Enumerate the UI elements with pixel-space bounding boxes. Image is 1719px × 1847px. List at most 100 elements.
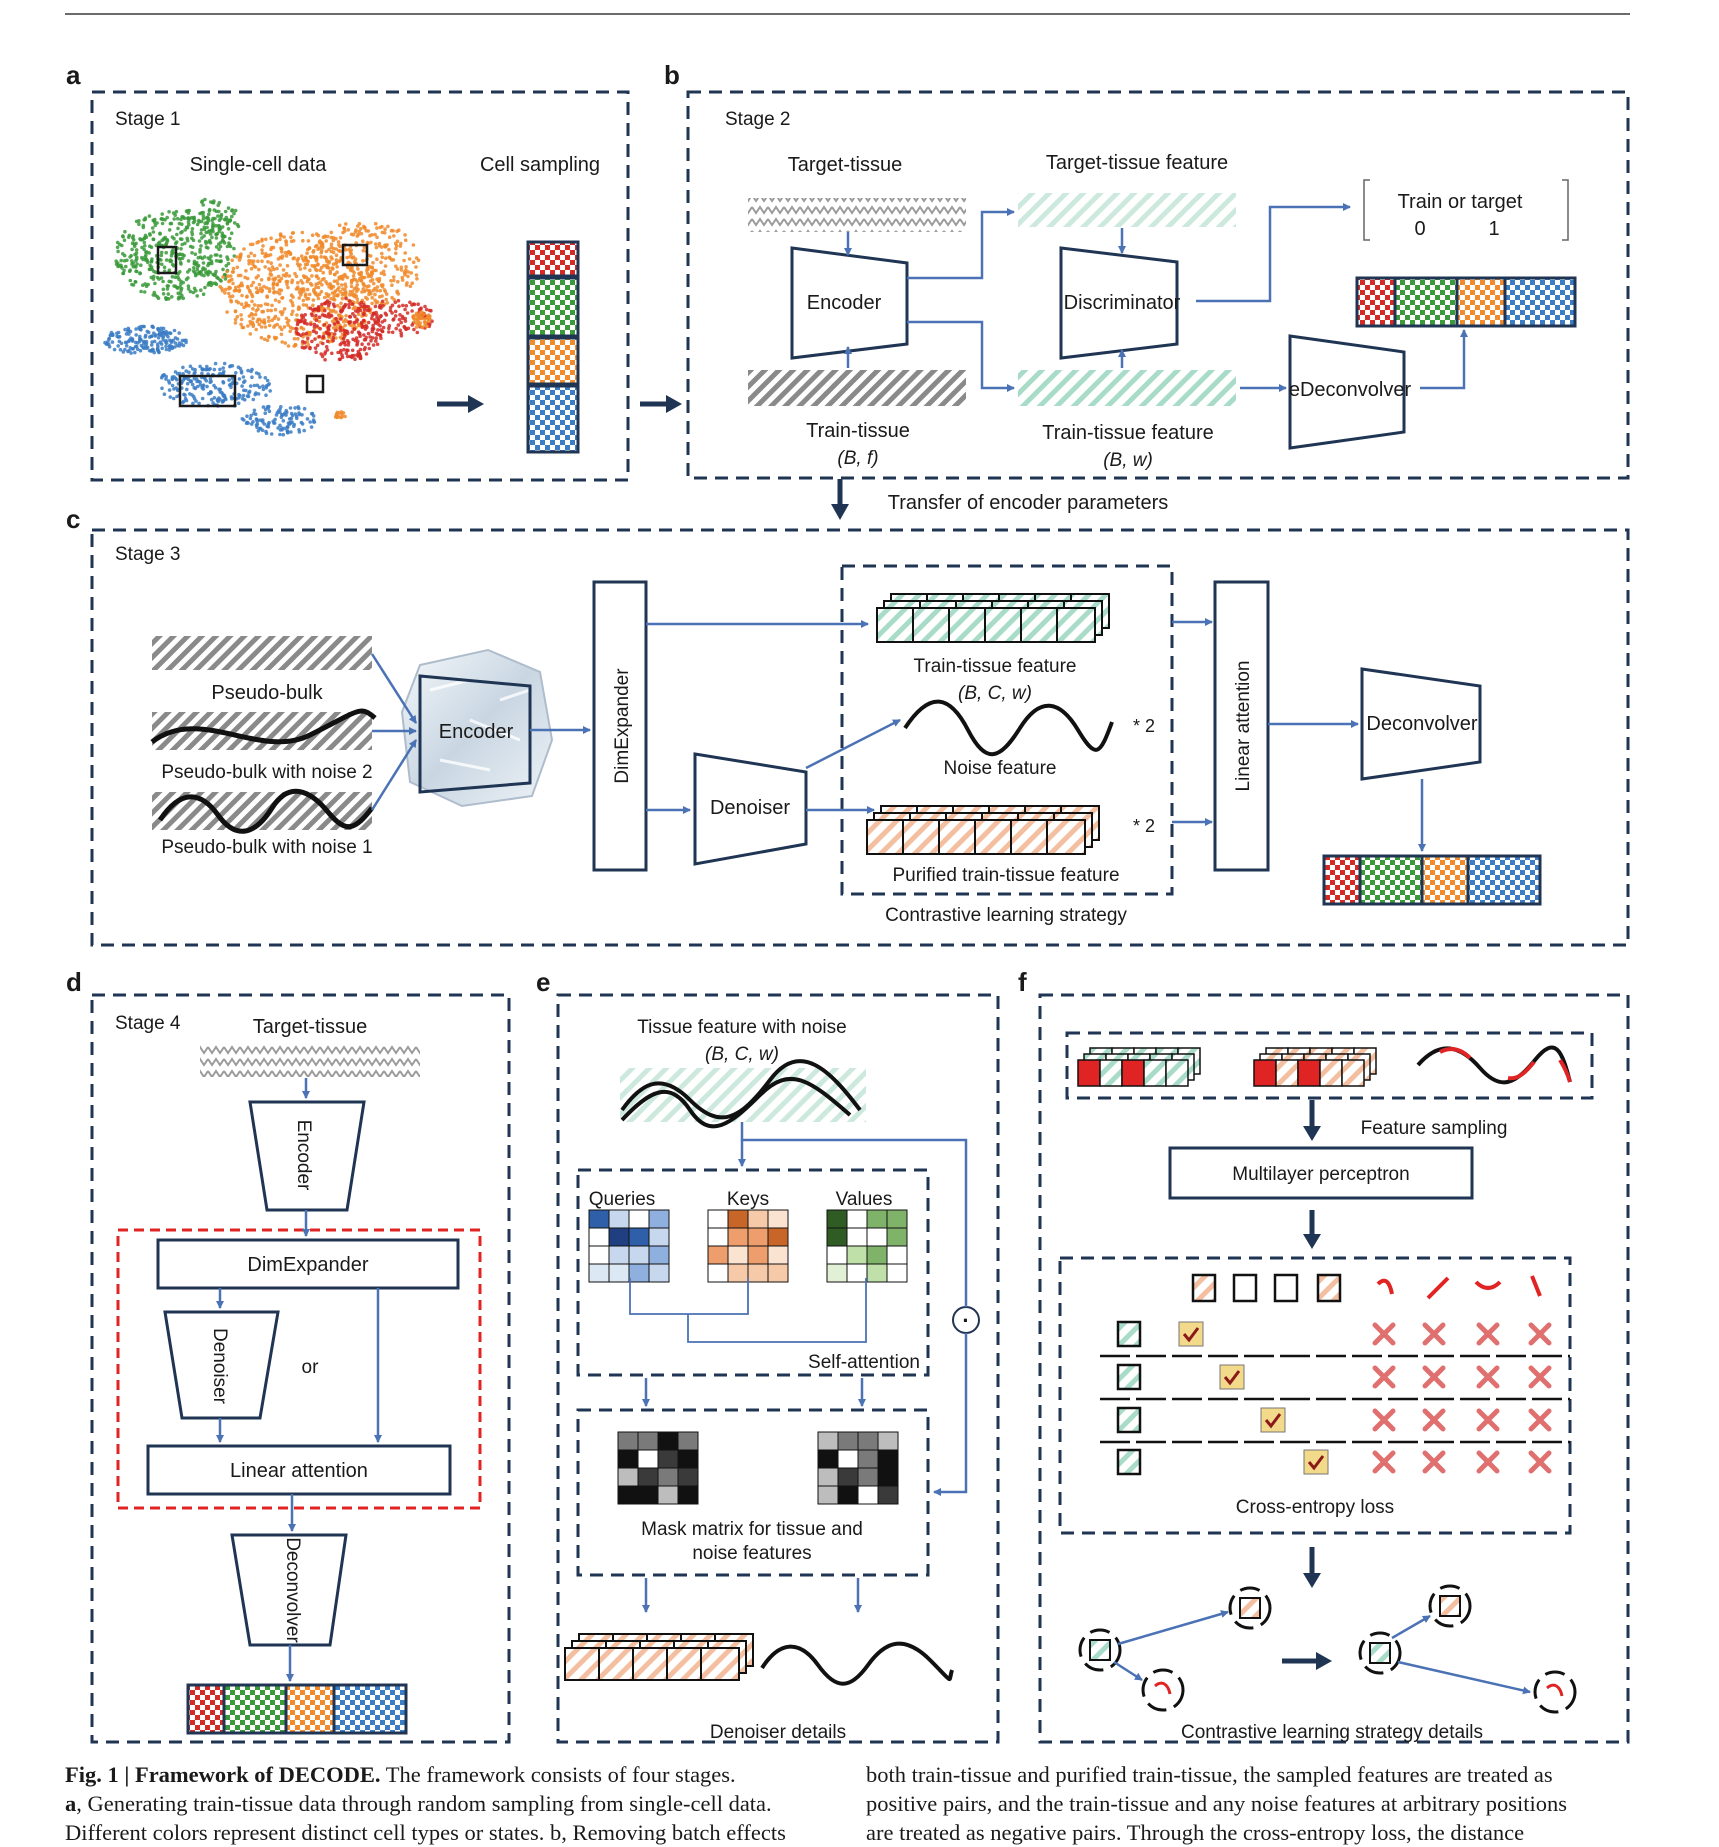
linear-attention-block-c [1213, 580, 1270, 872]
denoiser-block-c [693, 752, 808, 866]
encoder-label: Encoder [807, 292, 882, 314]
mask-label-line1: Mask matrix for tissue and [641, 1519, 863, 1540]
sample-box-blue [178, 374, 237, 408]
encoder-block [790, 246, 909, 360]
denoised-noise-curve [760, 1641, 954, 1686]
discriminator-label: Discriminator [1064, 292, 1181, 314]
train-tissue-feature-label-c: Train-tissue feature [914, 656, 1077, 677]
caption-left-line-2: a, Generating train-tissue data through … [65, 1791, 772, 1816]
denoiser-details-label: Denoiser details [710, 1722, 846, 1743]
pseudo-bulk-label: Pseudo-bulk [211, 682, 323, 704]
mask-frame [576, 1408, 930, 1577]
decode-framework-figure: a Stage 1 Single-cell data Cell sampling… [66, 60, 1630, 1744]
proportion-bar-d [186, 1683, 408, 1735]
panel-f: f Feature sampling Multilayer perceptron… [1018, 967, 1630, 1744]
panel-b-frame [686, 90, 1630, 480]
linear-attention-label-d: Linear attention [230, 1460, 368, 1482]
times2-noise: * 2 [1133, 716, 1155, 736]
tissue-noise-dims: (B, C, w) [705, 1044, 779, 1065]
sample-box-orange [341, 243, 369, 267]
self-attention-frame [576, 1168, 930, 1377]
noise-feature-curve [903, 699, 1114, 757]
label-zero: 0 [1414, 218, 1425, 240]
edeconvolver-block [1288, 334, 1406, 450]
train-tissue-feature-dims: (B, w) [1103, 450, 1153, 471]
noise-feature-label: Noise feature [943, 758, 1056, 779]
discriminator-block [1059, 246, 1179, 360]
self-attention-label: Self-attention [808, 1352, 920, 1373]
caption-left-line-3: Different colors represent distinct cell… [65, 1820, 786, 1845]
queries-label: Queries [589, 1189, 656, 1210]
contrastive-details-label: Contrastive learning strategy details [1181, 1722, 1483, 1743]
elementwise-product-symbol: · [962, 1308, 969, 1333]
keys-matrix [707, 1209, 789, 1283]
caption-left-line-1: Fig. 1 | Framework of DECODE. The framew… [65, 1762, 736, 1787]
sampled-tissue-stack [1077, 1047, 1201, 1087]
sampled-purified-stack [1253, 1047, 1377, 1087]
noise-waves [620, 1059, 862, 1129]
stage1-label: Stage 1 [115, 109, 181, 130]
purified-label: Purified train-tissue feature [892, 865, 1119, 886]
panel-b-letter: b [664, 60, 680, 90]
contrastive-label: Contrastive learning strategy [885, 905, 1127, 926]
deconvolver-block-d [230, 1533, 348, 1647]
values-label: Values [836, 1189, 893, 1210]
panel-e-letter: e [536, 967, 550, 997]
contrastive-frame [840, 564, 1174, 896]
mask-label-line2: noise features [692, 1543, 811, 1564]
deconvolver-label-c: Deconvolver [1366, 713, 1478, 735]
denoiser-label-d: Denoiser [209, 1328, 230, 1405]
caption-left: Fig. 1 | Framework of DECODE. The framew… [65, 1760, 840, 1847]
panel-a: a Stage 1 Single-cell data Cell sampling [66, 60, 630, 482]
denoiser-block-d [163, 1310, 280, 1420]
optimization-arrow [1316, 1652, 1332, 1670]
loss-down-arrow [1303, 1573, 1321, 1588]
encoder-block-d [248, 1100, 366, 1212]
sampling-down-arrow [1303, 1126, 1321, 1141]
similarity-grid [1100, 1273, 1570, 1476]
pseudo-bulk-noise1-label: Pseudo-bulk with noise 1 [161, 837, 372, 858]
feature-sampling-label: Feature sampling [1361, 1118, 1508, 1139]
dimexpander-label-d: DimExpander [247, 1254, 369, 1276]
values-matrix [826, 1209, 908, 1283]
sample-box-green [156, 245, 178, 275]
keys-label: Keys [727, 1189, 769, 1210]
sampling-arrow [468, 395, 484, 413]
cross-entropy-frame [1058, 1256, 1572, 1535]
frozen-encoder-label: Encoder [439, 721, 514, 743]
train-tissue-feature-dims-c: (B, C, w) [958, 683, 1032, 704]
train-tissue-label: Train-tissue [806, 420, 910, 442]
linear-attention-block-d [146, 1444, 452, 1496]
cell-sampling-label: Cell sampling [480, 154, 600, 176]
mlp-label: Multilayer perceptron [1232, 1164, 1409, 1185]
label-one: 1 [1488, 218, 1499, 240]
proportion-bar-b [1355, 276, 1577, 328]
stage-arrow-a-b [666, 395, 682, 413]
caption-right-line-3: are treated as negative pairs. Through t… [866, 1820, 1525, 1845]
tsne-scatter [103, 197, 434, 437]
tissue-noise-title: Tissue feature with noise [637, 1017, 846, 1038]
dimexpander-block-c [592, 580, 648, 872]
target-tissue-label-d: Target-tissue [253, 1016, 368, 1038]
caption-right-line-2: positive pairs, and the train-tissue and… [866, 1791, 1568, 1816]
panel-c: c Stage 3 Pseudo-bulk Pseudo-bulk with n… [66, 504, 1630, 947]
panel-f-letter: f [1018, 967, 1027, 997]
caption-right: both train-tissue and purified train-tis… [866, 1760, 1636, 1847]
feature-sampling-frame [1065, 1031, 1594, 1100]
times2-purified: * 2 [1133, 816, 1155, 836]
header-rule [65, 13, 1630, 15]
edeconvolver-label: eDeconvolver [1289, 379, 1412, 401]
denoised-feature-stack [564, 1633, 754, 1681]
sample-box-red [305, 374, 325, 394]
train-or-target-label: Train or target [1398, 191, 1523, 213]
train-tissue-feature-stack [876, 593, 1110, 643]
transfer-arrow [831, 504, 849, 520]
target-tissue-feature-strip [1018, 193, 1236, 227]
encoder-label-d: Encoder [293, 1120, 314, 1191]
denoiser-label-c: Denoiser [710, 797, 790, 819]
dimexpander-block-d [156, 1238, 460, 1290]
panel-d-letter: d [66, 967, 82, 997]
or-label: or [302, 1357, 320, 1378]
deconvolver-label-d: Deconvolver [282, 1537, 303, 1643]
dimexpander-label-c: DimExpander [612, 668, 633, 784]
